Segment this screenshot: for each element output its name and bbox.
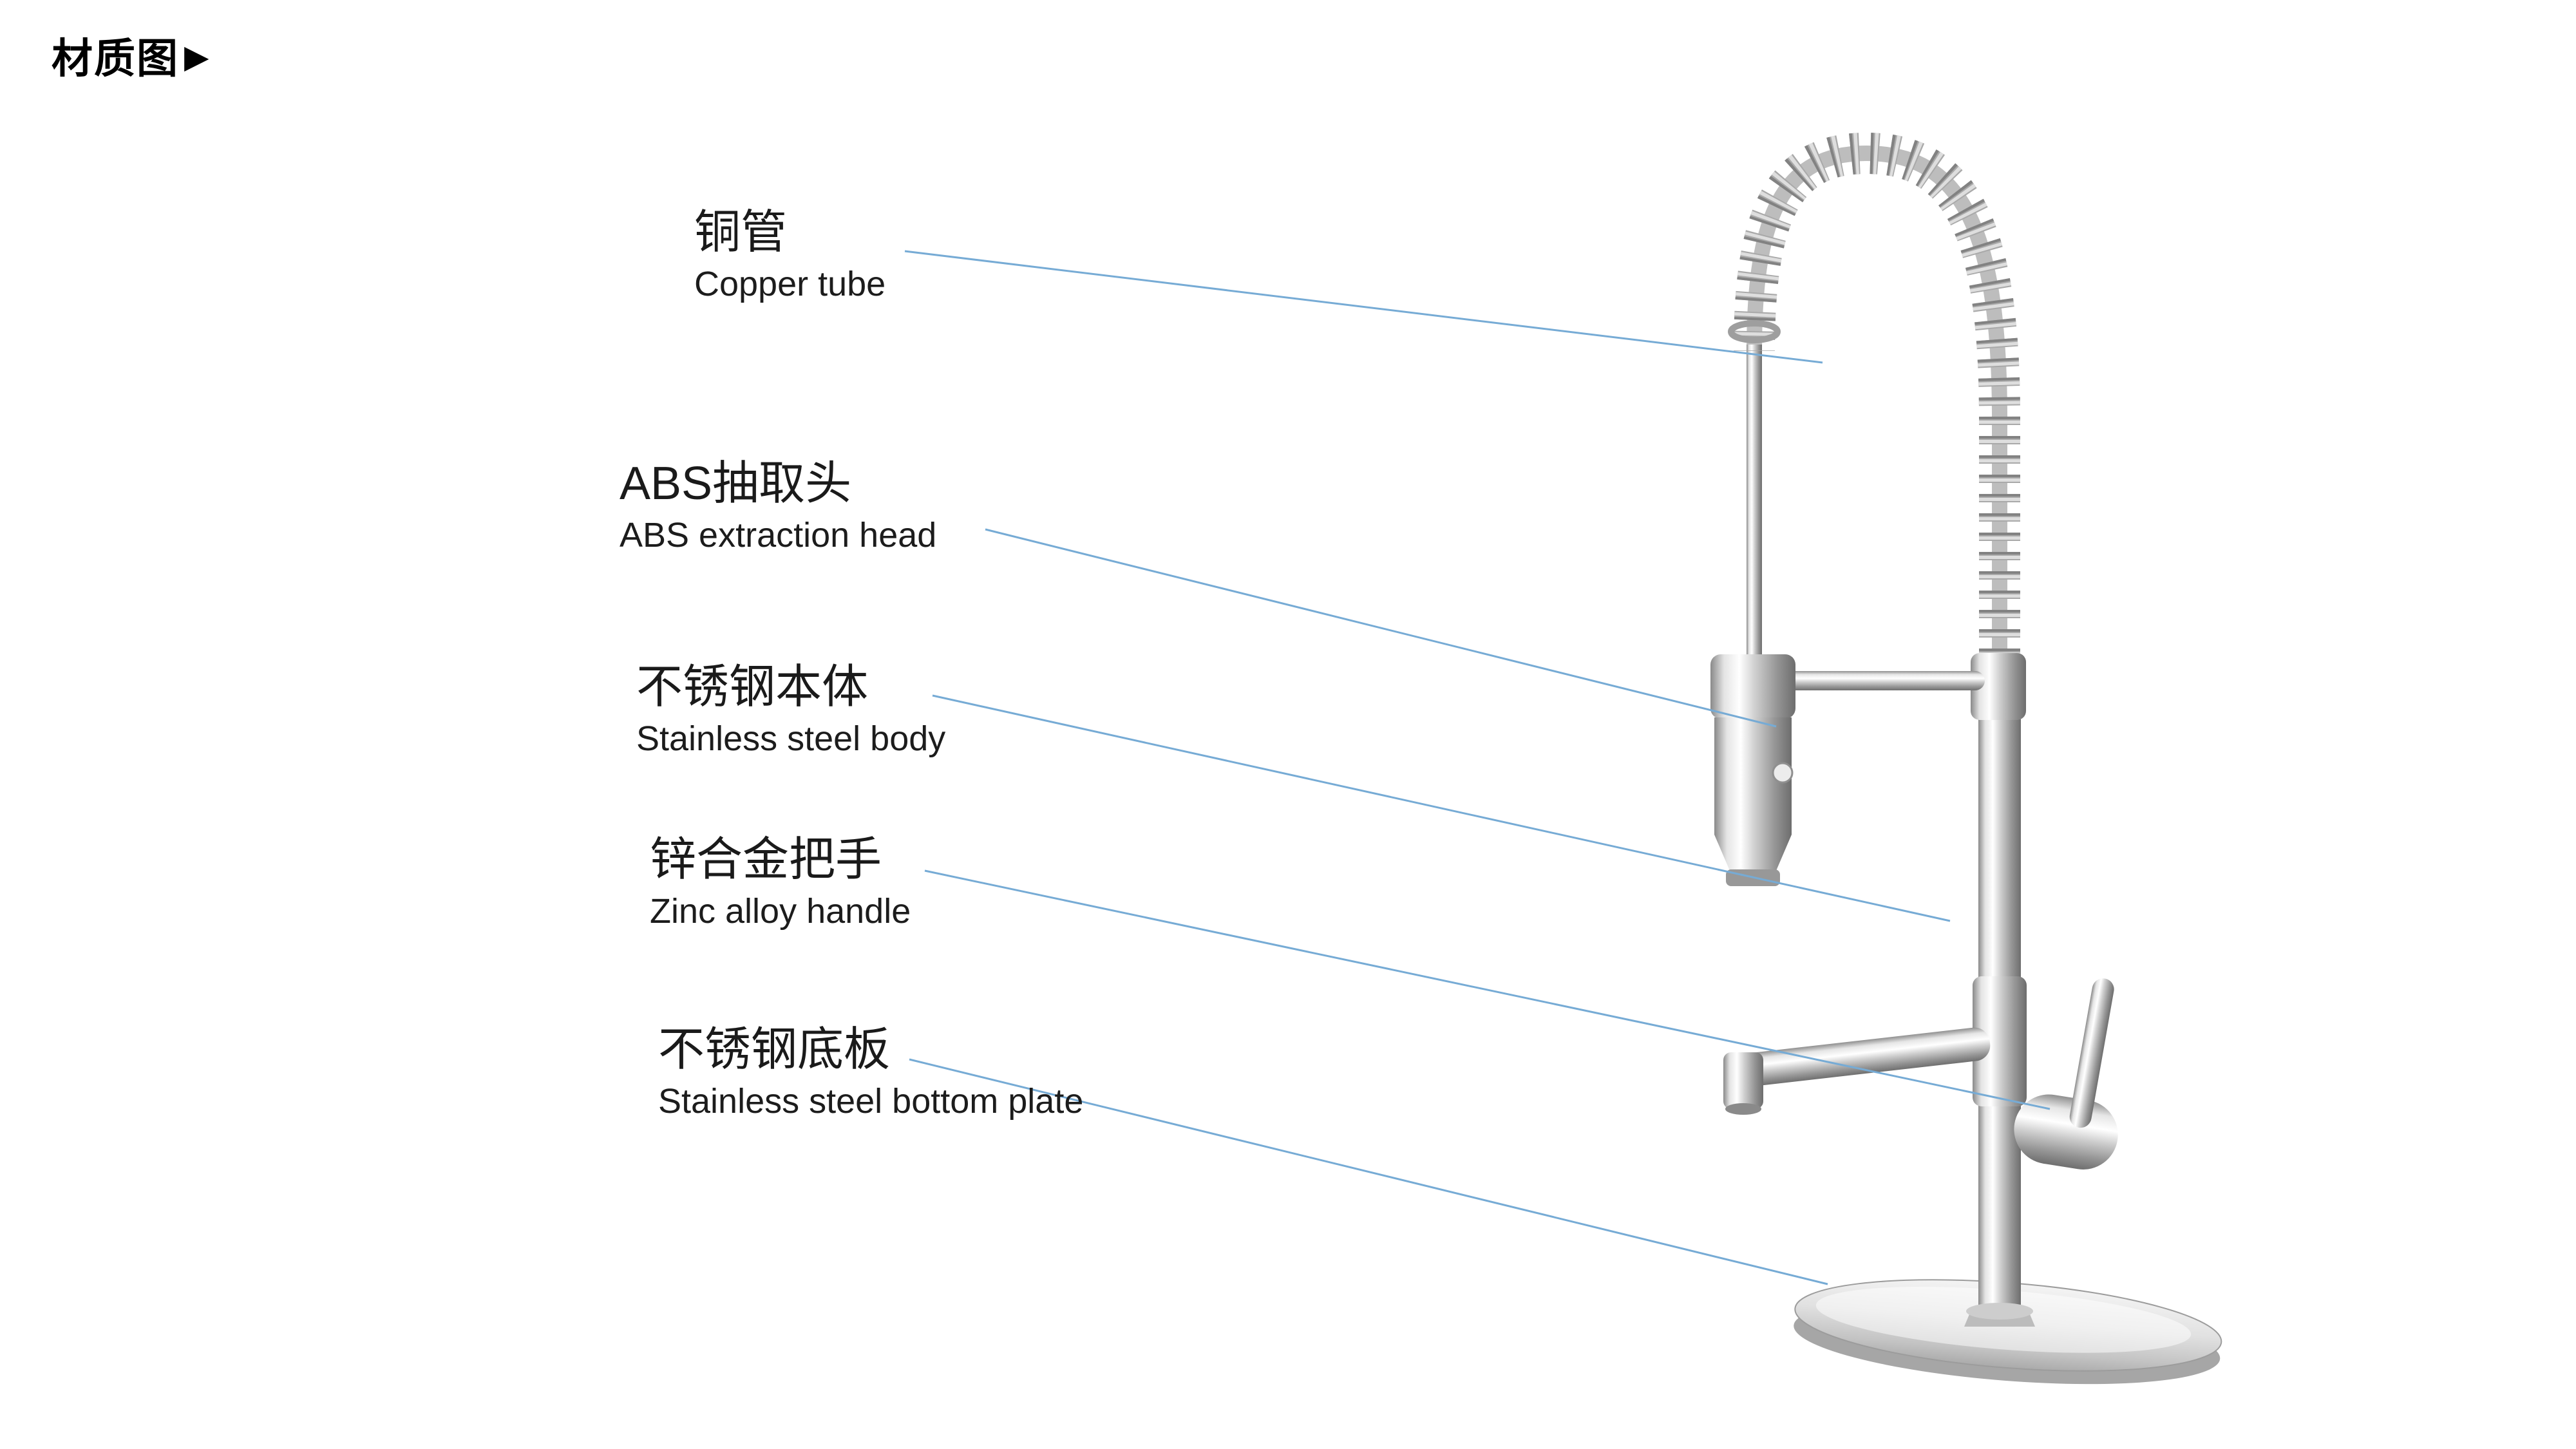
faucet-handle xyxy=(2014,978,2118,1170)
label-zinc-alloy-handle-zh: 锌合金把手 xyxy=(650,834,882,886)
faucet-spout-arm-bar xyxy=(1740,1027,1991,1086)
faucet-handle-base xyxy=(2014,1094,2118,1170)
faucet-handle-lever xyxy=(2069,978,2114,1128)
faucet-spout-aerator xyxy=(1725,1103,1761,1115)
faucet-support-arm-bar xyxy=(1784,671,1985,690)
label-abs-extraction-head: ABS抽取头 ABS extraction head xyxy=(620,455,936,558)
label-copper-tube-zh: 铜管 xyxy=(694,207,788,258)
label-zinc-alloy-handle: 锌合金把手 Zinc alloy handle xyxy=(650,831,911,934)
label-stainless-steel-bottom-plate: 不锈钢底板 Stainless steel bottom plate xyxy=(658,1021,1083,1124)
label-stainless-steel-body: 不锈钢本体 Stainless steel body xyxy=(636,658,945,761)
leader-line-stainless-steel-body xyxy=(932,694,1951,922)
faucet-spray-head xyxy=(1710,654,1795,886)
leader-line-abs-extraction-head xyxy=(985,528,1777,728)
label-abs-extraction-head-zh: ABS抽取头 xyxy=(620,458,852,509)
faucet-valve-body xyxy=(1973,976,2027,1106)
faucet-spout-outlet xyxy=(1723,1052,1763,1109)
label-abs-extraction-head-en: ABS extraction head xyxy=(620,516,937,554)
label-copper-tube: 铜管 Copper tube xyxy=(694,204,886,307)
label-zinc-alloy-handle-en: Zinc alloy handle xyxy=(650,892,911,931)
leader-line-zinc-alloy-handle xyxy=(924,869,2050,1110)
faucet-spray-head-connector xyxy=(1710,654,1795,719)
page-title-text: 材质图 xyxy=(52,35,179,82)
leader-lines xyxy=(904,250,2050,1285)
faucet-spring-coil-shade xyxy=(1734,132,2020,696)
label-stainless-steel-body-zh: 不锈钢本体 xyxy=(636,661,869,713)
title-arrow-icon: ▶ xyxy=(184,39,211,75)
label-stainless-steel-body-en: Stainless steel body xyxy=(636,719,946,758)
faucet-column-base-collar xyxy=(1966,1303,2033,1320)
faucet-body-column xyxy=(1964,683,2035,1327)
faucet-illustration xyxy=(1710,132,2222,1385)
label-stainless-steel-bottom-plate-zh: 不锈钢底板 xyxy=(658,1024,891,1075)
faucet-spray-head-body xyxy=(1714,717,1792,871)
faucet-support-arm xyxy=(1784,671,1985,690)
faucet-spring-coil-sheen xyxy=(1734,132,2020,696)
label-stainless-steel-bottom-plate-en: Stainless steel bottom plate xyxy=(658,1082,1084,1121)
faucet-spring-end-ring xyxy=(1728,320,1781,343)
label-copper-tube-en: Copper tube xyxy=(694,265,886,303)
faucet-spray-head-button xyxy=(1772,762,1794,784)
leader-line-copper-tube xyxy=(904,250,1823,364)
faucet-copper-tube xyxy=(1747,345,1762,667)
page-title: 材质图 ▶ xyxy=(52,26,210,85)
faucet-spring-coil xyxy=(1728,132,2020,696)
faucet-spring-coil-base xyxy=(1734,132,2020,696)
leader-line-bottom-plate xyxy=(909,1058,1828,1285)
faucet-spout-arm xyxy=(1723,1027,1991,1115)
faucet-top-tee xyxy=(1971,653,2026,720)
